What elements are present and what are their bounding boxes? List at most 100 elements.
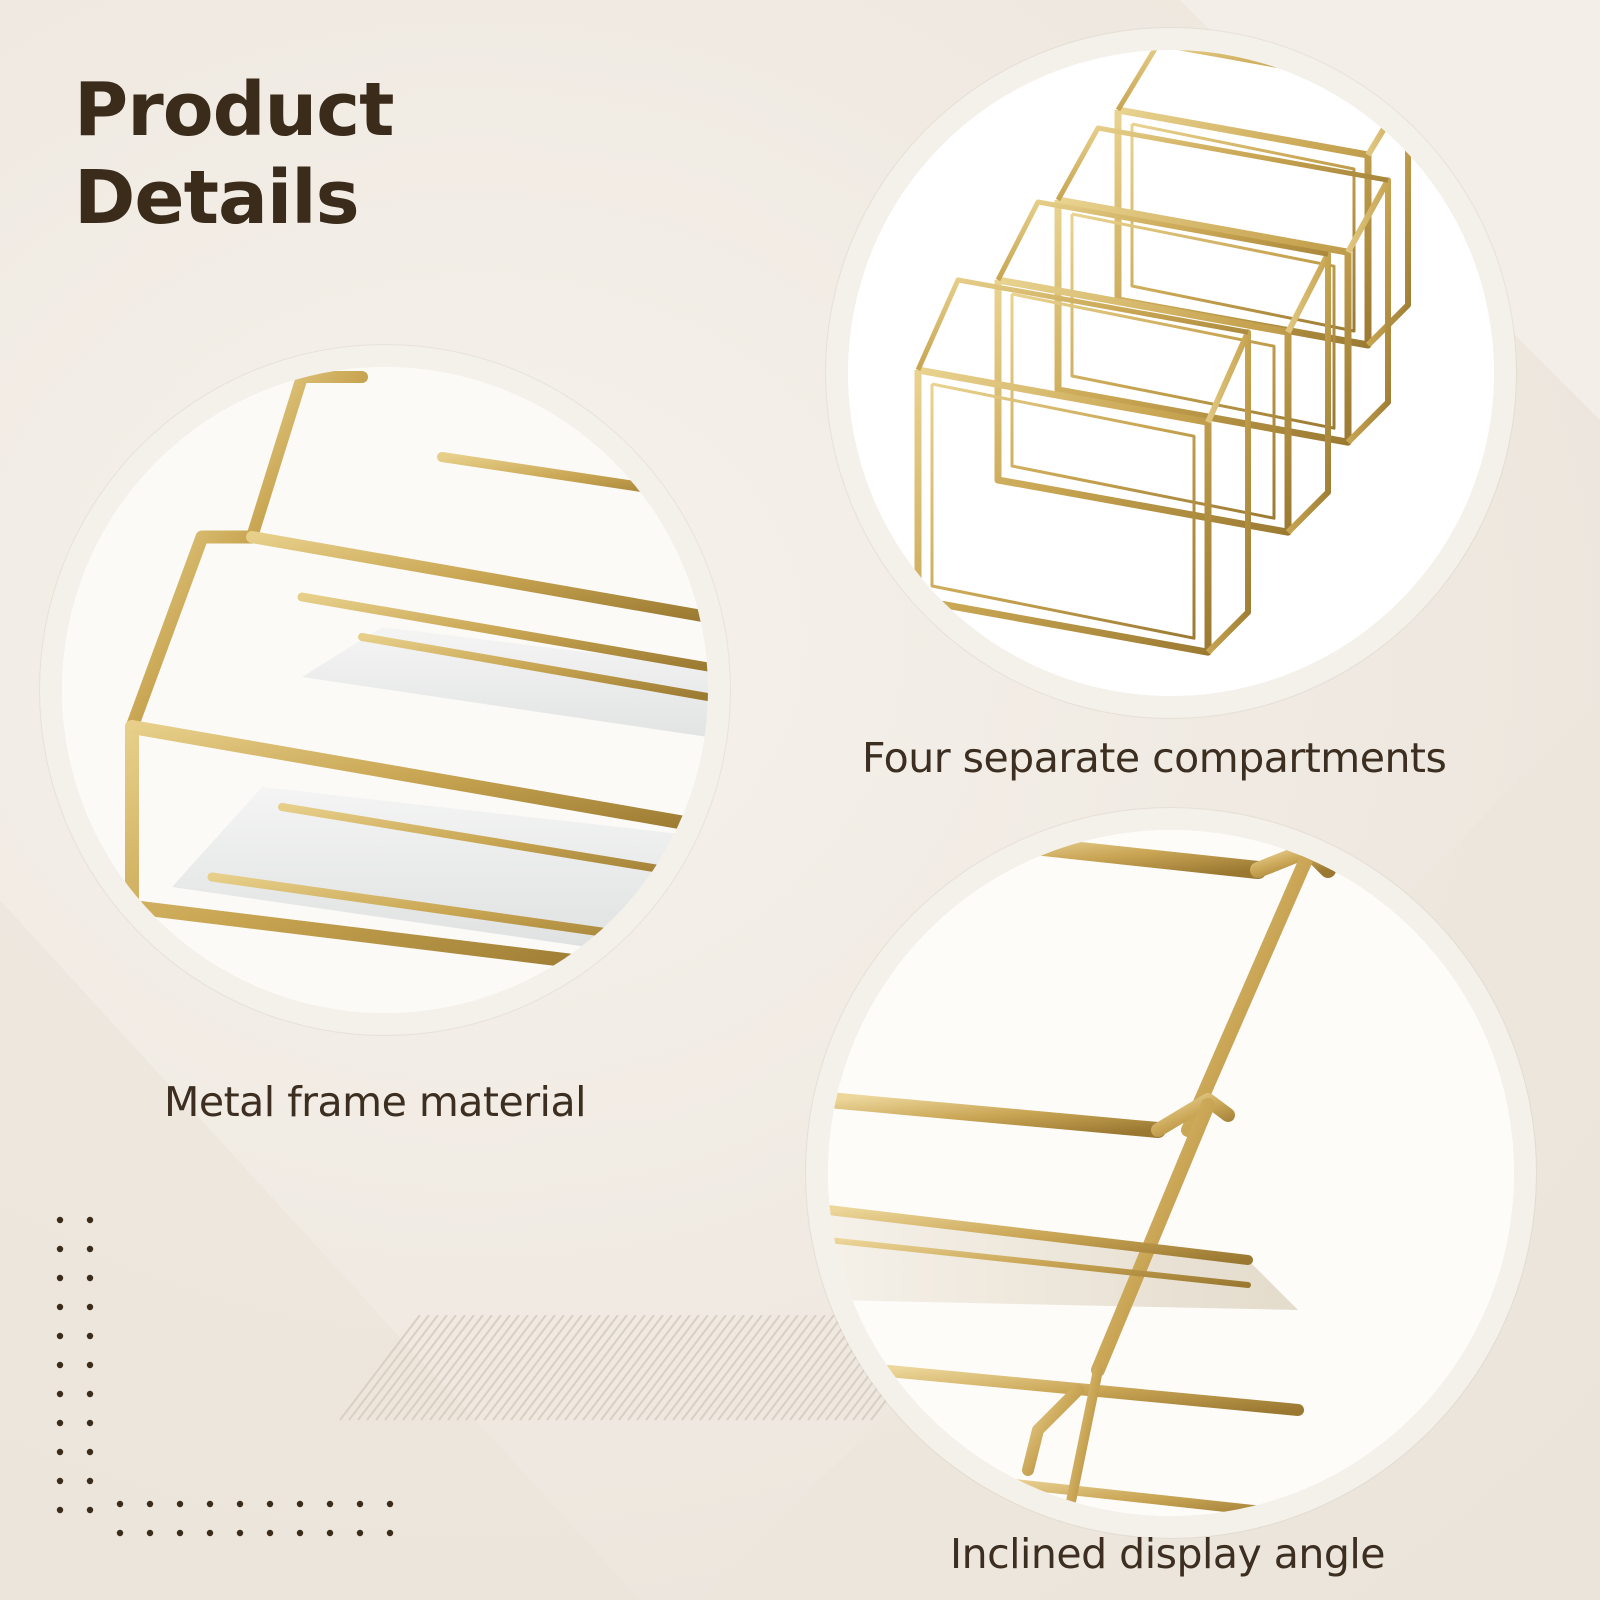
- hatch-line: [564, 1315, 646, 1421]
- organizer-frame-bar: [930, 382, 1196, 640]
- decorative-dot: [176, 1500, 184, 1508]
- caption-metal-frame: Metal frame material: [164, 1078, 586, 1126]
- hatch-line: [753, 1315, 835, 1421]
- organizer-frame-bar: [1205, 329, 1251, 655]
- hatch-line: [519, 1315, 601, 1421]
- hatch-line: [357, 1315, 439, 1421]
- hatch-line: [735, 1315, 817, 1421]
- title-line-2: Details: [74, 155, 360, 241]
- page-title: Product Details: [74, 66, 394, 242]
- hatch-line: [672, 1315, 754, 1421]
- hatch-line: [384, 1315, 466, 1421]
- hatch-line: [618, 1315, 700, 1421]
- hatch-line: [600, 1315, 682, 1421]
- organizer-frame-bar: [915, 277, 1249, 372]
- organizer-frame-bar: [1130, 122, 1356, 333]
- decorative-dot: [266, 1500, 274, 1508]
- hatch-line: [483, 1315, 565, 1421]
- feature-image-metal-frame: [62, 367, 708, 1013]
- decorative-dot: [56, 1361, 64, 1369]
- decorative-dot: [386, 1500, 394, 1508]
- decorative-dot: [236, 1529, 244, 1537]
- hatch-line: [438, 1315, 520, 1421]
- decorative-dot: [206, 1500, 214, 1508]
- four-tier-organizer-icon: [848, 50, 1494, 696]
- hatch-line: [429, 1315, 511, 1421]
- decorative-dot: [56, 1216, 64, 1224]
- decorative-dot: [296, 1529, 304, 1537]
- hatch-line: [555, 1315, 637, 1421]
- decorative-dot: [86, 1274, 94, 1282]
- organizer-frame-bar: [1345, 177, 1391, 445]
- hatch-line: [627, 1315, 709, 1421]
- hatch-line: [663, 1315, 745, 1421]
- decorative-dot: [236, 1500, 244, 1508]
- decorative-dot: [86, 1245, 94, 1253]
- hatch-line: [366, 1315, 448, 1421]
- decorative-dot: [86, 1361, 94, 1369]
- hatch-line: [762, 1315, 844, 1421]
- hatch-line: [447, 1315, 529, 1421]
- hatch-line: [681, 1315, 763, 1421]
- hatch-line: [645, 1315, 727, 1421]
- decorative-dot: [326, 1500, 334, 1508]
- hatch-line: [348, 1315, 430, 1421]
- decorative-dot: [206, 1529, 214, 1537]
- decorative-dot: [56, 1245, 64, 1253]
- decorative-dot: [86, 1506, 94, 1514]
- organizer-frame-bar: [1070, 212, 1336, 430]
- decorative-dot-grid: [56, 1216, 394, 1537]
- decorative-dot: [266, 1529, 274, 1537]
- decorative-dot: [86, 1477, 94, 1485]
- decorative-dot: [116, 1529, 124, 1537]
- hatch-line: [456, 1315, 538, 1421]
- hatch-line: [402, 1315, 484, 1421]
- decorative-dot: [296, 1500, 304, 1508]
- decorative-dot: [146, 1529, 154, 1537]
- hatch-line: [528, 1315, 610, 1421]
- hatch-line: [744, 1315, 826, 1421]
- decorative-dot: [386, 1529, 394, 1537]
- gold-frame-closeup-icon: [62, 367, 708, 1013]
- decorative-dot: [86, 1332, 94, 1340]
- hatch-line: [474, 1315, 556, 1421]
- hatch-line: [708, 1315, 790, 1421]
- hatch-line: [726, 1315, 808, 1421]
- hatch-line: [510, 1315, 592, 1421]
- hatch-line: [582, 1315, 664, 1421]
- decorative-dot: [56, 1419, 64, 1427]
- caption-compartments: Four separate compartments: [862, 734, 1447, 782]
- hatch-line: [465, 1315, 547, 1421]
- organizer-frame-bar: [1010, 292, 1276, 520]
- decorative-dot: [56, 1477, 64, 1485]
- hatch-line: [654, 1315, 736, 1421]
- hatch-line: [717, 1315, 799, 1421]
- hatch-line: [609, 1315, 691, 1421]
- decorative-dot: [116, 1500, 124, 1508]
- decorative-dot: [56, 1303, 64, 1311]
- decorative-dot: [56, 1274, 64, 1282]
- inclined-frame-closeup-icon: [828, 830, 1514, 1516]
- decorative-dot: [86, 1390, 94, 1398]
- organizer-frame-bar: [1285, 251, 1331, 535]
- hatch-line: [492, 1315, 574, 1421]
- hatch-line: [591, 1315, 673, 1421]
- hatch-line: [411, 1315, 493, 1421]
- hatch-line: [690, 1315, 772, 1421]
- organizer-frame-bar: [995, 199, 1329, 282]
- hatch-line: [636, 1315, 718, 1421]
- decorative-dot: [86, 1448, 94, 1456]
- feature-image-compartments: [848, 50, 1494, 696]
- caption-inclined: Inclined display angle: [950, 1530, 1386, 1578]
- decorative-dot: [56, 1390, 64, 1398]
- organizer-frame-bar: [1055, 125, 1389, 202]
- decorative-dot: [86, 1216, 94, 1224]
- hatch-line: [420, 1315, 502, 1421]
- decorative-dot: [56, 1506, 64, 1514]
- decorative-dot: [56, 1332, 64, 1340]
- hatch-line: [393, 1315, 475, 1421]
- hatch-line: [339, 1315, 421, 1421]
- hatch-line: [771, 1315, 853, 1421]
- hatch-line: [699, 1315, 781, 1421]
